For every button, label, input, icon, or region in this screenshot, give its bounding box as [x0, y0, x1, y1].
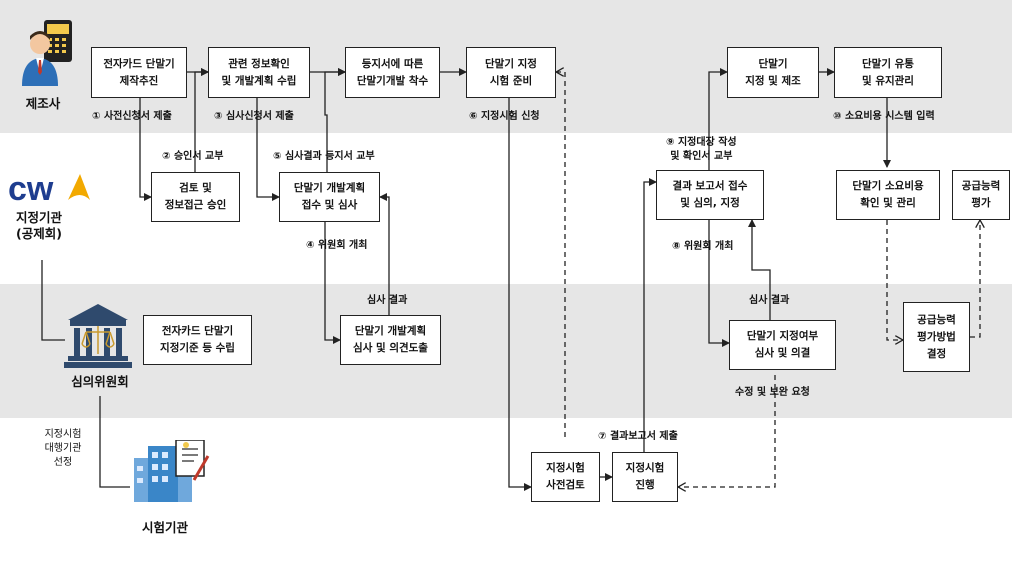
label-test-agency-selection: 지정시험 대행기관 선정 — [44, 429, 82, 468]
manufacturer-person-icon — [22, 20, 72, 86]
manufacturer-label: 제조사 — [25, 96, 61, 111]
box-report-intake-designation: 결과 보고서 접수 및 심의, 지정 — [656, 170, 764, 220]
label-step5: ⑤ 심사결과 등지서 교부 — [273, 151, 375, 162]
label-step1: ① 사전신청서 제출 — [92, 111, 172, 122]
label-step4: ④ 위원회 개최 — [306, 240, 368, 251]
box-standards-establishment: 전자카드 단말기 지정기준 등 수립 — [143, 315, 252, 365]
box-test-execution: 지정시험 진행 — [612, 452, 678, 502]
label-review-result-2: 심사 결과 — [749, 295, 790, 306]
box-distribution-maintenance: 단말기 유통 및 유지관리 — [834, 47, 942, 98]
box-designation-manufacture: 단말기 지정 및 제조 — [727, 47, 819, 98]
logo-text: cw — [8, 170, 54, 208]
box-designation-deliberation: 단말기 지정여부 심사 및 의결 — [729, 320, 836, 370]
test-lab-label: 시험기관 — [141, 520, 188, 535]
box-info-check-plan: 관련 정보확인 및 개발계획 수립 — [208, 47, 310, 98]
label-step10: ⑩ 소요비용 시스템 입력 — [833, 111, 935, 122]
box-plan-review-opinion: 단말기 개발계획 심사 및 의견도출 — [340, 315, 441, 365]
box-review-approval: 검토 및 정보접근 승인 — [151, 172, 240, 222]
cw-logo-icon: cw — [8, 170, 90, 208]
label-step6: ⑥ 지정시험 신청 — [469, 111, 540, 122]
label-step9: ⑨ 지정대장 작성 및 확인서 교부 — [666, 137, 737, 162]
label-step2: ② 승인서 교부 — [162, 151, 224, 162]
box-supply-evaluation: 공급능력 평가 — [952, 170, 1010, 220]
box-cost-management: 단말기 소요비용 확인 및 관리 — [836, 170, 940, 220]
designator-label: 지정기관 (공제회) — [15, 210, 62, 241]
box-development-start: 등지서에 따른 단말기개발 착수 — [345, 47, 440, 98]
label-step7: ⑦ 결과보고서 제출 — [598, 431, 678, 442]
committee-label: 심의위원회 — [71, 374, 129, 389]
box-test-preparation: 단말기 지정 시험 준비 — [466, 47, 556, 98]
box-test-pre-review: 지정시험 사전검토 — [531, 452, 600, 502]
courthouse-icon — [64, 304, 132, 368]
label-step8: ⑧ 위원회 개최 — [672, 241, 734, 252]
box-plan-intake-review: 단말기 개발계획 접수 및 심사 — [279, 172, 380, 222]
label-review-result-1: 심사 결과 — [367, 295, 408, 306]
label-revision-request: 수정 및 보완 요청 — [735, 387, 810, 398]
box-evaluation-method: 공급능력 평가방법 결정 — [903, 302, 970, 372]
label-step3: ③ 심사신청서 제출 — [214, 111, 294, 122]
box-card-terminal-production: 전자카드 단말기 제작추진 — [91, 47, 187, 98]
office-building-icon — [134, 440, 210, 502]
